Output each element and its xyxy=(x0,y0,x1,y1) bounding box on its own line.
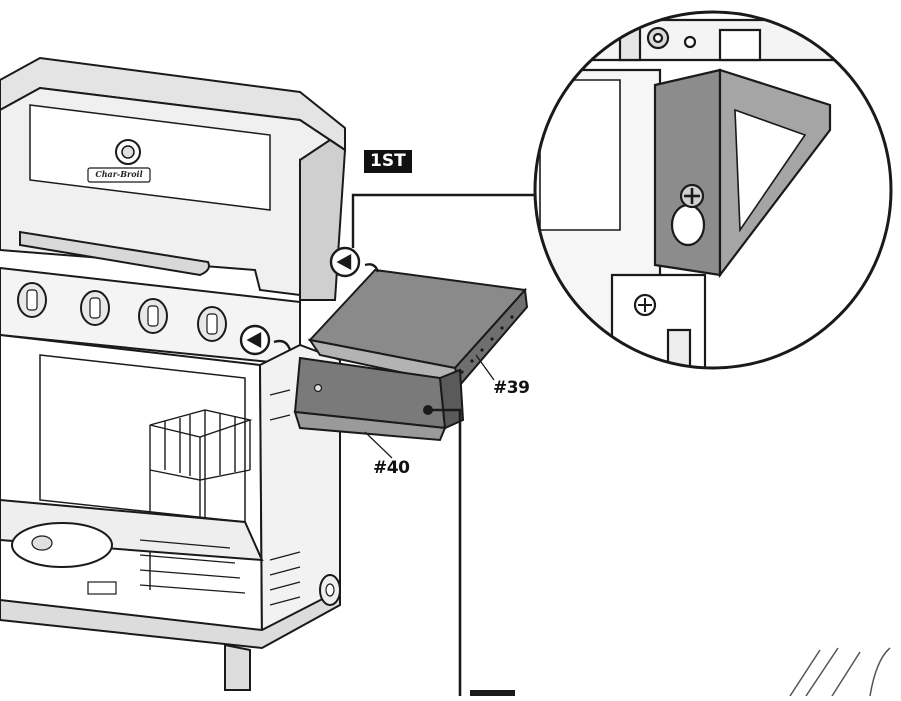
brand-plate-text: Char-Broil xyxy=(95,169,143,179)
detail-magnifier xyxy=(533,10,893,370)
front-panel-40 xyxy=(293,356,465,459)
callout-marks xyxy=(239,193,540,696)
part-label-39: #39 xyxy=(493,378,530,398)
step-badge: 1ST xyxy=(364,150,412,173)
next-step-fragment xyxy=(470,647,891,697)
arrow-icon xyxy=(336,253,352,271)
arrow-icon xyxy=(246,331,262,349)
side-shelf-39 xyxy=(307,268,529,388)
grill-body xyxy=(0,56,347,691)
part-label-40: #40 xyxy=(373,458,410,478)
